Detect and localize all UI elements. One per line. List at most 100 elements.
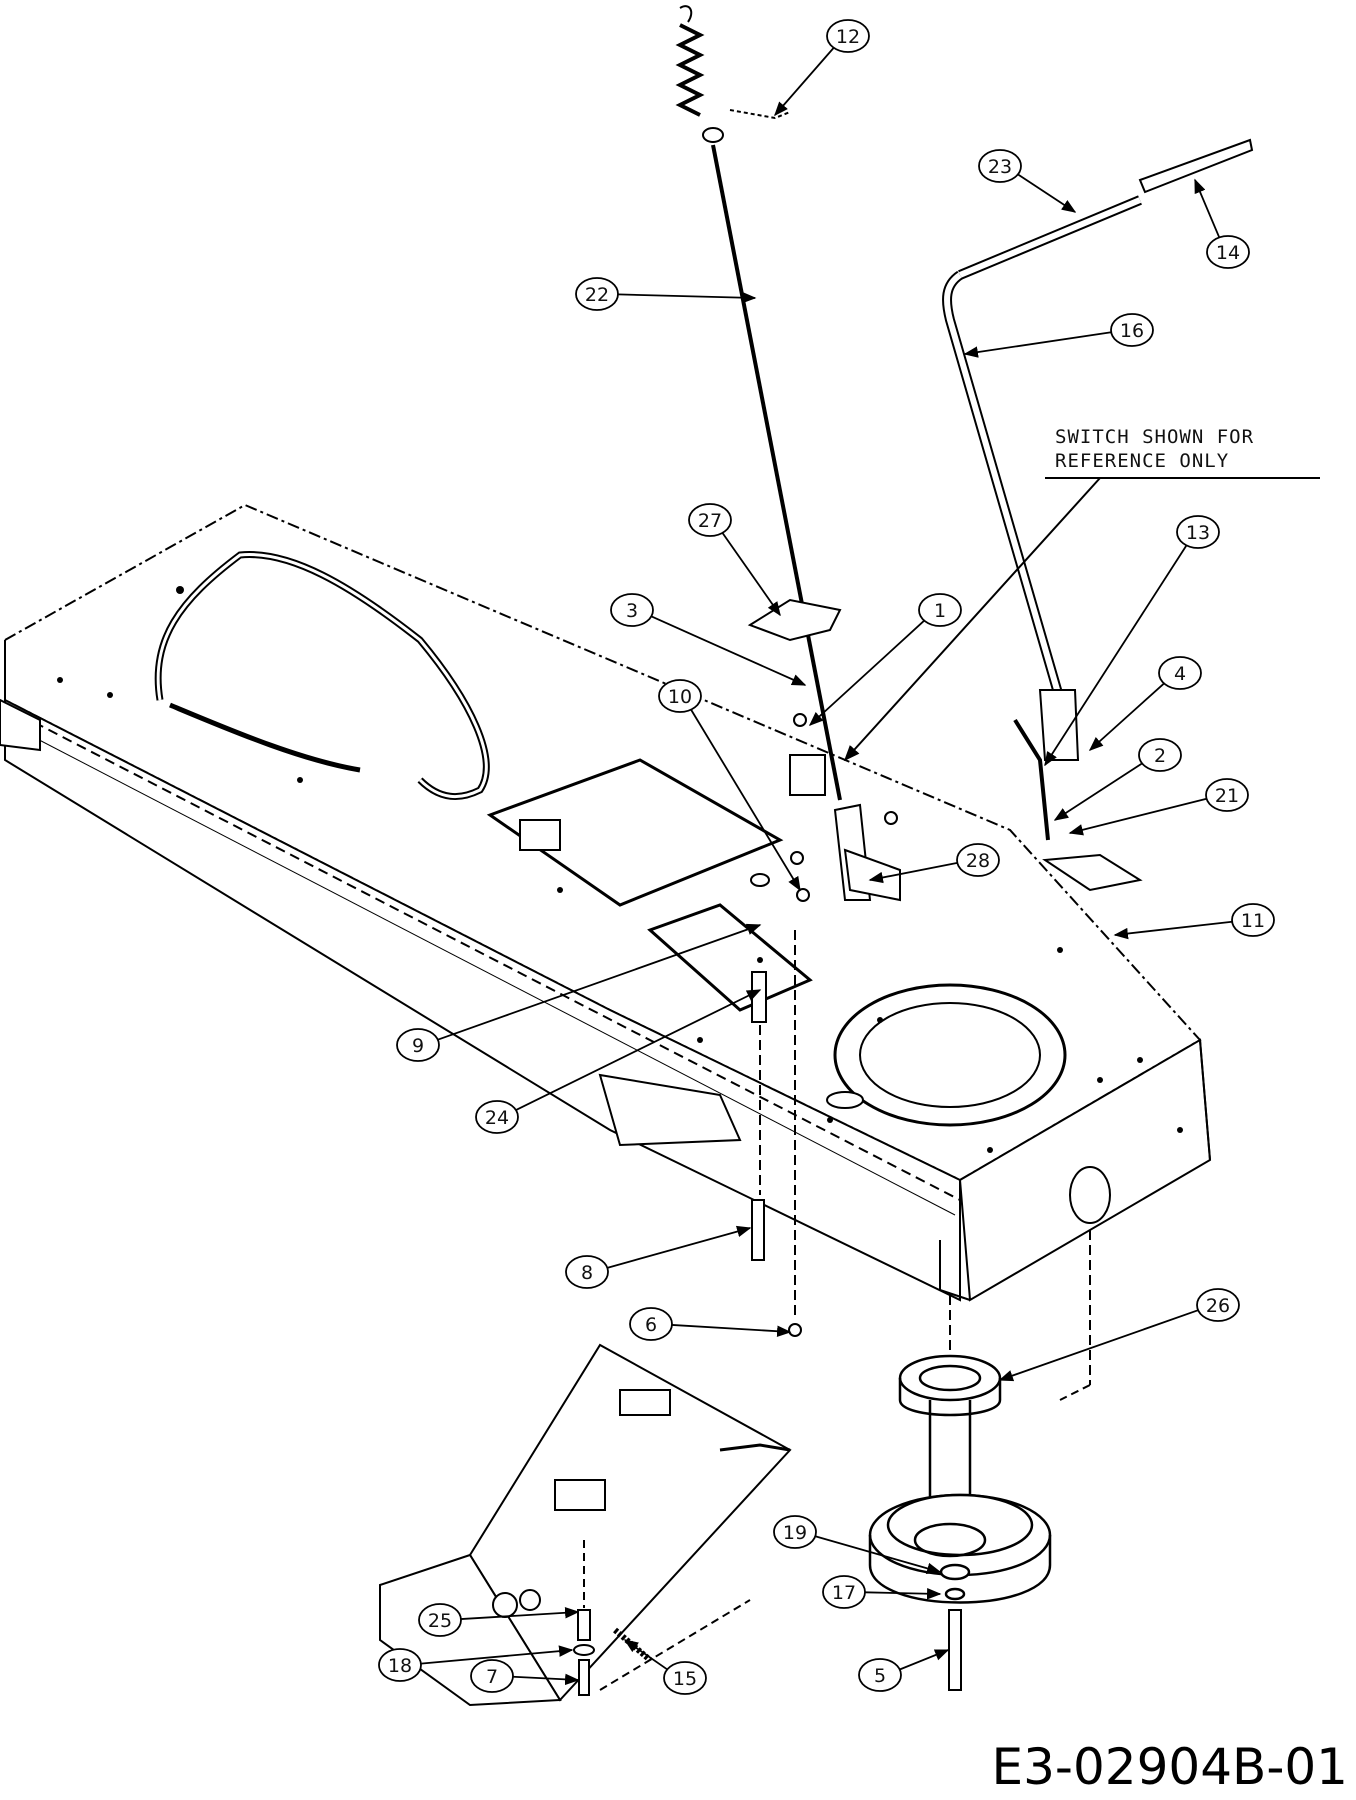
callout-21: 21 (1068, 778, 1249, 836)
callout-leader-2 (1053, 762, 1143, 821)
bolts (751, 930, 802, 1337)
callout-leader-18 (420, 1645, 574, 1665)
callout-leader-14 (1194, 178, 1221, 238)
callout-number-13: 13 (1186, 522, 1210, 544)
callout-number-21: 21 (1215, 785, 1239, 807)
callout-bubble-21 (1205, 778, 1249, 812)
callout-leader-21 (1068, 797, 1207, 836)
callout-bubble-3 (610, 593, 654, 627)
callout-bubble-24 (475, 1100, 519, 1134)
callout-12: 12 (774, 19, 870, 117)
callout-bubble-11 (1231, 903, 1275, 937)
callout-bubble-8 (565, 1255, 609, 1289)
callout-leader-8 (607, 1225, 752, 1269)
callout-leader-11 (1113, 920, 1233, 940)
callout-number-1: 1 (934, 600, 946, 622)
callout-bubble-12 (826, 19, 870, 53)
pedal-plate (379, 1343, 792, 1707)
callouts: 1234567891011121314151617181921222324252… (378, 19, 1275, 1695)
callout-number-25: 25 (428, 1610, 452, 1632)
callout-11: 11 (1113, 903, 1275, 940)
callout-number-28: 28 (966, 850, 990, 872)
callout-bubble-1 (918, 593, 962, 627)
callout-bubble-14 (1206, 235, 1250, 269)
callout-bubble-4 (1158, 656, 1202, 690)
callout-number-16: 16 (1120, 320, 1144, 342)
callout-22: 22 (575, 277, 757, 311)
callout-number-23: 23 (988, 156, 1012, 178)
callout-number-24: 24 (485, 1107, 509, 1129)
pulley-assembly (868, 1230, 1091, 1691)
callout-number-2: 2 (1154, 745, 1166, 767)
callout-leader-23 (1017, 173, 1077, 213)
callout-number-4: 4 (1174, 663, 1186, 685)
callout-23: 23 (978, 149, 1077, 213)
callout-bubble-7 (470, 1659, 514, 1693)
callout-10: 10 (658, 679, 801, 892)
reference-note: SWITCH SHOWN FOR REFERENCE ONLY (843, 426, 1320, 762)
callout-number-7: 7 (486, 1666, 498, 1688)
callout-9: 9 (396, 923, 762, 1062)
control-parts (747, 598, 901, 902)
callout-7: 7 (470, 1659, 580, 1693)
callout-bubble-25 (418, 1603, 462, 1637)
callout-28: 28 (868, 843, 1000, 884)
callout-number-26: 26 (1206, 1295, 1230, 1317)
callout-bubble-19 (773, 1515, 817, 1549)
callout-number-12: 12 (836, 26, 860, 48)
callout-leader-26 (998, 1309, 1199, 1382)
callout-2: 2 (1053, 738, 1182, 821)
note-line-2: REFERENCE ONLY (1055, 450, 1229, 472)
callout-leader-16 (963, 331, 1112, 358)
lever-assembly (942, 138, 1254, 892)
callout-leader-1 (808, 619, 925, 726)
callout-leader-4 (1088, 682, 1165, 751)
callout-leader-6 (671, 1324, 792, 1337)
callout-leader-25 (460, 1607, 580, 1620)
callout-leader-17 (864, 1587, 942, 1600)
callout-leader-10 (690, 709, 801, 892)
callout-leader-5 (899, 1649, 950, 1671)
callout-bubble-28 (956, 843, 1000, 877)
callout-number-18: 18 (388, 1655, 412, 1677)
callout-leader-3 (650, 615, 807, 686)
callout-number-19: 19 (783, 1522, 807, 1544)
callout-27: 27 (688, 503, 781, 617)
callout-bubble-10 (658, 679, 702, 713)
main-frame (0, 503, 1212, 1302)
callout-bubble-27 (688, 503, 732, 537)
callout-bubble-22 (575, 277, 619, 311)
callout-leader-9 (437, 923, 762, 1041)
callout-leader-28 (868, 862, 958, 884)
callout-leader-12 (774, 47, 835, 117)
callout-bubble-6 (629, 1307, 673, 1341)
callout-19: 19 (773, 1515, 942, 1574)
callout-leader-19 (814, 1535, 942, 1574)
callout-number-9: 9 (412, 1035, 424, 1057)
callout-bubble-2 (1138, 738, 1182, 772)
callout-6: 6 (629, 1307, 792, 1341)
callout-number-14: 14 (1216, 242, 1240, 264)
callout-25: 25 (418, 1603, 580, 1637)
callout-leader-24 (515, 989, 762, 1111)
callout-bubble-9 (396, 1028, 440, 1062)
callout-leader-27 (721, 532, 781, 617)
callout-leader-7 (512, 1673, 580, 1686)
callout-bubble-26 (1196, 1288, 1240, 1322)
callout-15: 15 (623, 1639, 707, 1695)
callout-number-5: 5 (874, 1665, 886, 1687)
callout-13: 13 (1044, 515, 1220, 767)
callout-8: 8 (565, 1225, 752, 1289)
callout-24: 24 (475, 989, 762, 1134)
callout-bubble-23 (978, 149, 1022, 183)
callout-number-10: 10 (668, 686, 692, 708)
callout-bubble-16 (1110, 313, 1154, 347)
callout-26: 26 (998, 1288, 1240, 1382)
callout-bubble-17 (822, 1575, 866, 1609)
callout-3: 3 (610, 593, 807, 686)
callout-leader-13 (1044, 544, 1188, 767)
callout-leader-22 (617, 291, 757, 304)
callout-number-15: 15 (673, 1668, 697, 1690)
callout-number-22: 22 (585, 284, 609, 306)
